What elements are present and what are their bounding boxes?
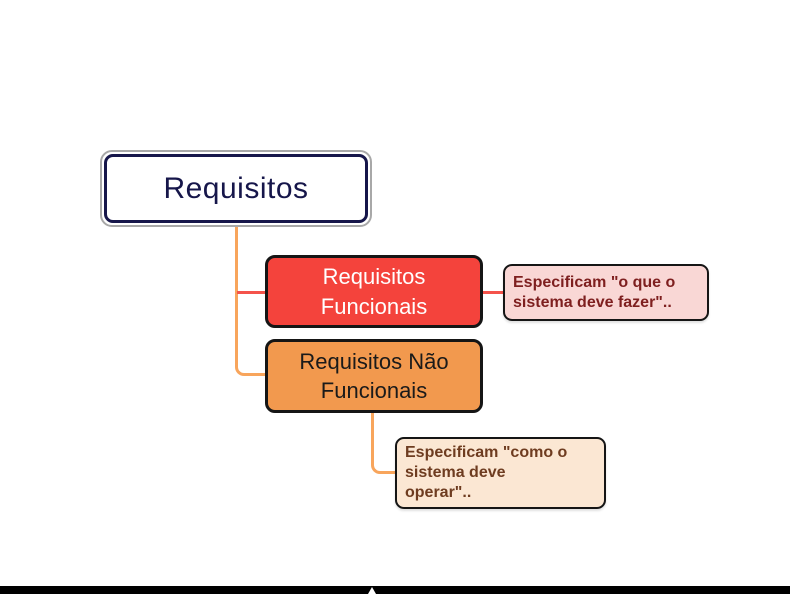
node-requisitos[interactable]: Requisitos xyxy=(104,154,368,223)
note-funcionais[interactable]: Especificam "o que o sistema deve fazer"… xyxy=(503,264,709,321)
connector-funcionais-to-note xyxy=(482,291,504,294)
note-nao-funcionais[interactable]: Especificam "como o sistema deve operar"… xyxy=(395,437,606,509)
bottom-taskbar-edge[interactable] xyxy=(0,586,790,594)
connector-branch-funcionais xyxy=(237,291,265,294)
root-node-selection-ring: Requisitos xyxy=(100,150,372,227)
node-requisitos-funcionais[interactable]: Requisitos Funcionais xyxy=(265,255,483,328)
node-requisitos-nao-funcionais[interactable]: Requisitos Não Funcionais xyxy=(265,339,483,413)
connector-nao-funcionais-to-note xyxy=(371,413,397,474)
taskbar-marker-icon xyxy=(368,587,376,594)
connector-root-to-children xyxy=(235,227,266,376)
